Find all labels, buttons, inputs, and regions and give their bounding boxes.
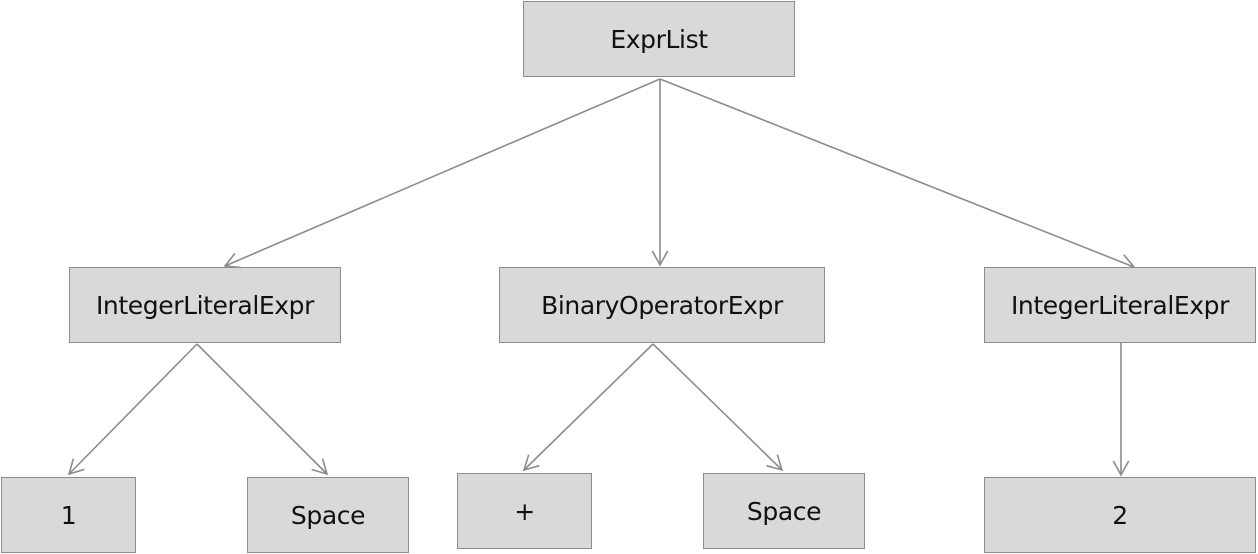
node-space-left: Space bbox=[247, 477, 409, 553]
arrowhead-icon bbox=[311, 458, 329, 476]
node-exprlist: ExprList bbox=[523, 1, 795, 77]
edge-int1-to-space1 bbox=[196, 343, 328, 475]
edge-binop-to-space2 bbox=[652, 343, 783, 471]
arrowhead-icon bbox=[651, 250, 669, 267]
edge-binop-to-plus bbox=[523, 343, 654, 471]
node-binary-operator-expr: BinaryOperatorExpr bbox=[499, 267, 825, 343]
edge-root-to-int1 bbox=[224, 78, 661, 267]
arrowhead-icon bbox=[67, 458, 85, 476]
node-literal-two: 2 bbox=[984, 477, 1256, 553]
arrowhead-icon bbox=[766, 454, 784, 472]
node-plus-operator: + bbox=[457, 473, 592, 549]
arrowhead-icon bbox=[1112, 460, 1130, 477]
node-integer-literal-expr-right: IntegerLiteralExpr bbox=[984, 267, 1256, 343]
node-space-right: Space bbox=[703, 473, 865, 549]
arrowhead-icon bbox=[522, 454, 540, 472]
node-literal-one: 1 bbox=[1, 477, 136, 553]
node-integer-literal-expr-left: IntegerLiteralExpr bbox=[69, 267, 341, 343]
edge-int1-to-one bbox=[68, 343, 198, 475]
edge-root-to-int2 bbox=[659, 78, 1135, 268]
